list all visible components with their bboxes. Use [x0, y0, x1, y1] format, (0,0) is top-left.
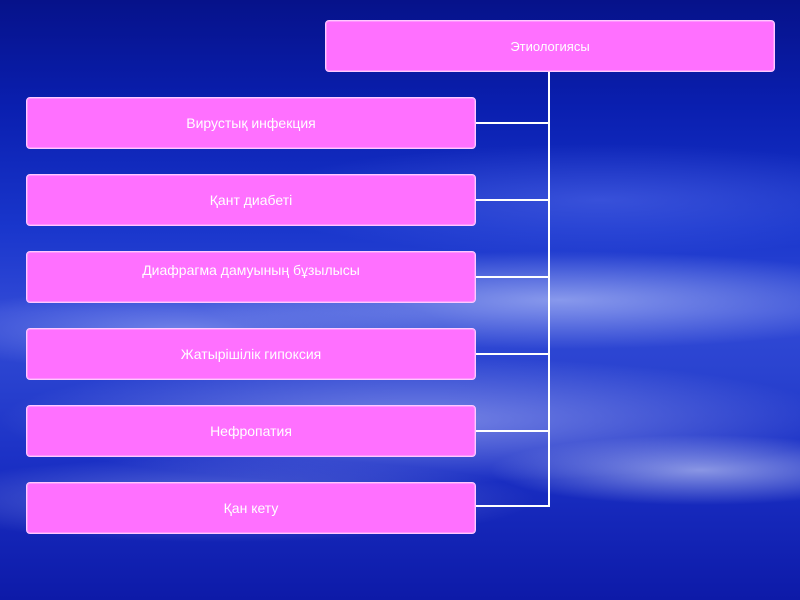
node-viral-infection: Вирустық инфекция	[26, 97, 476, 149]
node-label: Вирустық инфекция	[186, 115, 316, 131]
node-diabetes: Қант диабеті	[26, 174, 476, 226]
connector-branch-4	[476, 353, 550, 355]
node-label: Диафрагма дамуының бұзылысы	[142, 262, 360, 278]
connector-branch-5	[476, 430, 550, 432]
connector-branch-6	[476, 505, 550, 507]
root-node-etiology: Этиологиясы	[325, 20, 775, 72]
node-label: Нефропатия	[210, 423, 292, 439]
connector-branch-2	[476, 199, 550, 201]
node-diaphragm-defect: Диафрагма дамуының бұзылысы	[26, 251, 476, 303]
node-label: Қан кету	[223, 500, 279, 516]
node-bleeding: Қан кету	[26, 482, 476, 534]
connector-trunk	[548, 72, 550, 506]
connector-branch-3	[476, 276, 550, 278]
node-intrauterine-hypoxia: Жатырішілік гипоксия	[26, 328, 476, 380]
node-label: Жатырішілік гипоксия	[180, 346, 322, 362]
root-node-label: Этиологиясы	[510, 38, 590, 54]
node-label: Қант диабеті	[209, 192, 293, 208]
connector-branch-1	[476, 122, 550, 124]
node-nephropathy: Нефропатия	[26, 405, 476, 457]
